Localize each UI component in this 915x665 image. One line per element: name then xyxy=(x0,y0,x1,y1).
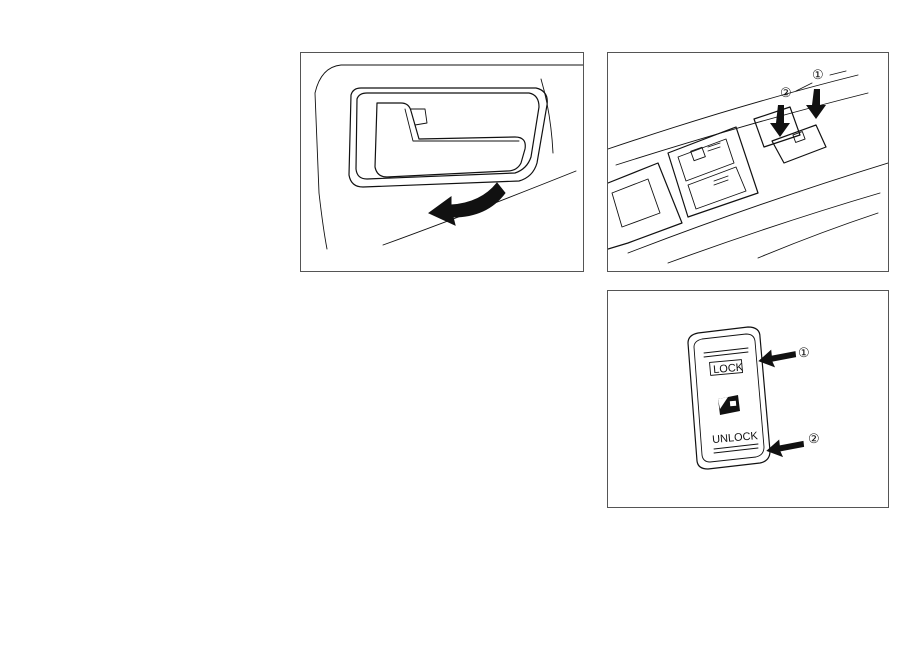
driver-window-switch xyxy=(688,167,746,209)
lock-switch-illustration: LOCK UNLOCK ① ② xyxy=(607,290,889,508)
callout-2: ② xyxy=(780,85,792,100)
rear-window-switch xyxy=(612,179,660,227)
callout-1: ① xyxy=(812,67,824,82)
press-arrow-1-icon xyxy=(806,89,826,119)
lock-label: LOCK xyxy=(713,361,745,376)
callout-leader xyxy=(830,71,846,75)
door-handle-lever xyxy=(375,103,525,177)
lock-switch-drawing: LOCK UNLOCK ① ② xyxy=(608,291,888,507)
press-lock-arrow-icon xyxy=(757,347,797,369)
window-switch-illustration: ② ① xyxy=(607,52,889,272)
callout-leader xyxy=(796,83,812,91)
pull-direction-arrow-icon xyxy=(429,183,505,225)
switch-ridge xyxy=(714,176,728,181)
press-arrow-2-icon xyxy=(770,105,790,137)
door-trim-edge xyxy=(541,79,553,153)
press-unlock-arrow-icon xyxy=(765,437,805,459)
switch-ridge xyxy=(708,147,720,151)
callout-1: ① xyxy=(798,345,810,360)
switch-ridge xyxy=(704,352,748,357)
armrest-base-line xyxy=(758,213,878,258)
armrest-bottom-line xyxy=(668,193,880,263)
switch-ridge xyxy=(714,180,728,185)
front-switch-housing xyxy=(668,127,758,217)
unlock-label: UNLOCK xyxy=(712,430,759,446)
passenger-window-switch xyxy=(678,139,734,181)
door-lock-icon-key xyxy=(730,401,736,407)
switch-ridge xyxy=(714,448,758,453)
window-switch-drawing: ② ① xyxy=(608,53,888,271)
armrest-upper-line xyxy=(616,93,868,165)
door-handle-drawing xyxy=(301,53,583,271)
armrest-lower-line xyxy=(628,163,888,253)
switch-ridge xyxy=(704,348,748,353)
door-handle-illustration xyxy=(300,52,584,272)
lever-inner-edge xyxy=(405,109,519,141)
callout-2: ② xyxy=(808,431,820,446)
rear-switch-housing xyxy=(608,163,682,249)
